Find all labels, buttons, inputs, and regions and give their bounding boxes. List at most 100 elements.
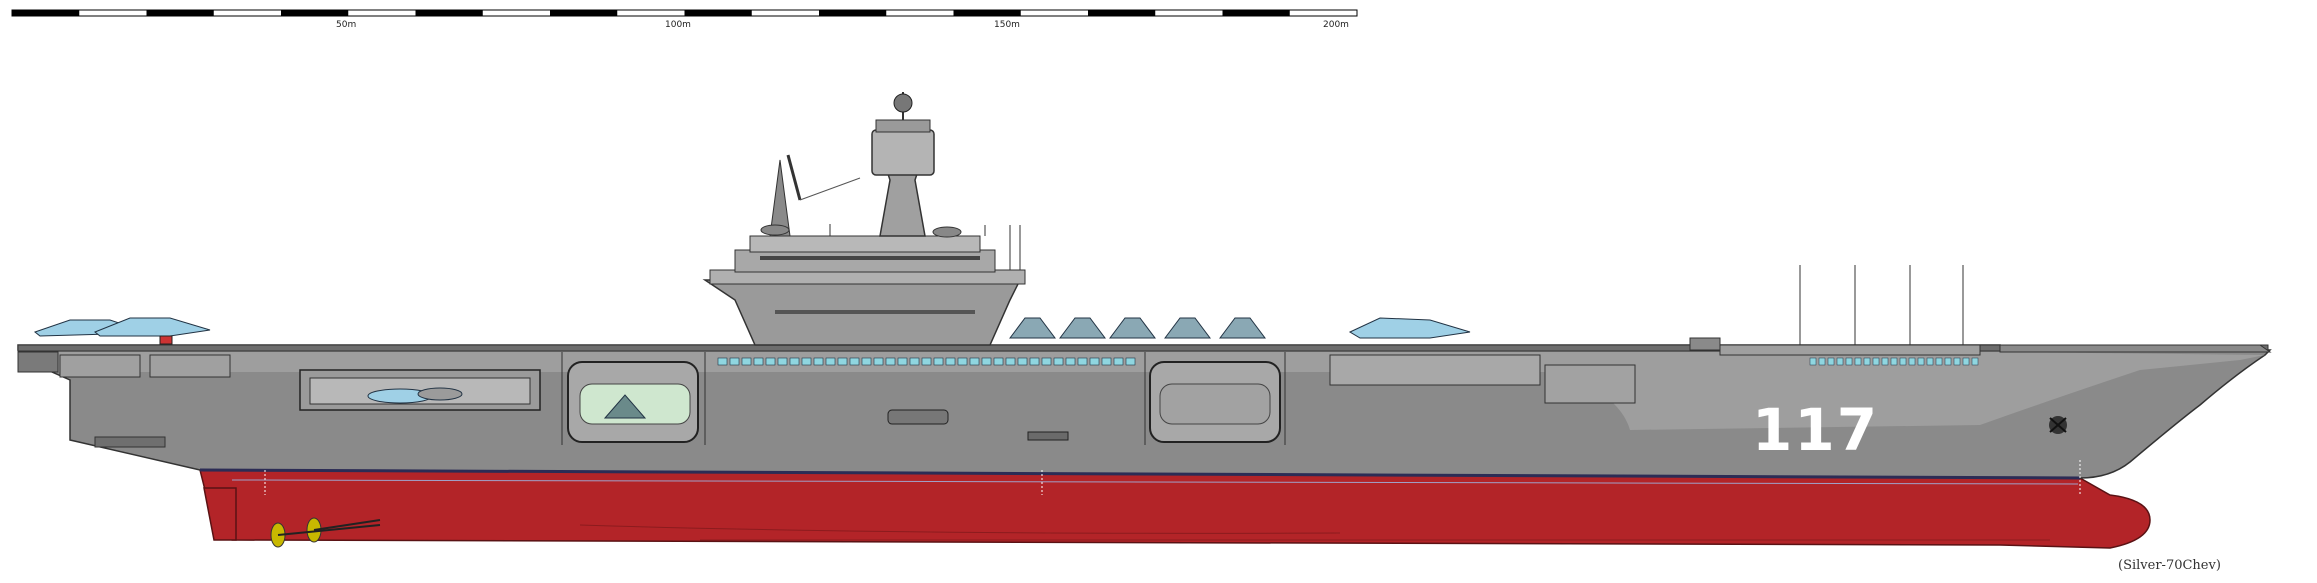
island-superstructure: [702, 92, 1026, 346]
window: [1971, 357, 1979, 366]
lower-hull-red: [199, 469, 2151, 549]
window: [861, 357, 872, 366]
window: [1845, 357, 1853, 366]
window: [1917, 357, 1925, 366]
parked-jet-icon: [1009, 317, 1056, 339]
window: [1053, 357, 1064, 366]
window: [717, 357, 728, 366]
scale-segment: [146, 10, 214, 16]
window: [945, 357, 956, 366]
rudder: [203, 487, 237, 541]
scale-segment: [12, 10, 80, 16]
deck-block: [1689, 337, 1721, 351]
sponson: [1027, 431, 1069, 441]
scale-segment: [819, 10, 887, 16]
window: [933, 357, 944, 366]
window: [1935, 357, 1943, 366]
window: [753, 357, 764, 366]
bow-deck: [1999, 344, 2272, 353]
fwd-catwalk: [1719, 344, 1981, 356]
fwd-gallery-block: [1544, 364, 1636, 404]
window: [1089, 357, 1100, 366]
scale-segment: [281, 10, 349, 16]
window: [885, 357, 896, 366]
waterline-line: [231, 479, 2079, 485]
scale-segment: [1088, 10, 1156, 16]
window: [1881, 357, 1889, 366]
window: [1962, 357, 1970, 366]
window: [993, 357, 1004, 366]
deck-aircraft-forward: [1348, 317, 1471, 339]
window: [969, 357, 980, 366]
window: [1827, 357, 1835, 366]
bow-windows: [1809, 357, 1979, 366]
window: [1809, 357, 1817, 366]
deck-aircraft-mid: [1009, 317, 1266, 339]
scale-label-200m: 200m: [1323, 20, 1349, 30]
window: [1836, 357, 1844, 366]
parked-jet-icon: [1219, 317, 1266, 339]
scale-segment: [550, 10, 618, 16]
window: [765, 357, 776, 366]
scale-segment: [953, 10, 1021, 16]
forward-poles: [1799, 265, 1964, 345]
scale-label-100m: 100m: [665, 20, 691, 30]
window: [897, 357, 908, 366]
window: [1113, 357, 1124, 366]
scale-bar: 50m 100m 150m 200m: [11, 9, 1358, 30]
window: [1908, 357, 1916, 366]
gallery-windows-main: [717, 357, 1136, 366]
window: [825, 357, 836, 366]
window: [1953, 357, 1961, 366]
helicopter-icon: [417, 387, 463, 401]
artist-credit: (Silver-70Chev): [2118, 558, 2221, 573]
scale-segment: [1222, 10, 1290, 16]
stern-gallery: [149, 354, 231, 378]
scale-segment: [415, 10, 483, 16]
window: [837, 357, 848, 366]
fwd-gallery-block: [1329, 354, 1541, 386]
window: [777, 357, 788, 366]
window: [1926, 357, 1934, 366]
window: [909, 357, 920, 366]
boat-icon: [887, 409, 949, 425]
boot-topping: [199, 468, 2081, 480]
window: [1818, 357, 1826, 366]
parked-jet-icon: [1109, 317, 1156, 339]
window: [1863, 357, 1871, 366]
window: [1041, 357, 1052, 366]
parked-jet-icon: [1164, 317, 1211, 339]
window: [1029, 357, 1040, 366]
window: [801, 357, 812, 366]
parked-jet-icon: [1059, 317, 1106, 339]
propeller-icon: [270, 517, 381, 548]
aircraft-in-elevator-icon: [603, 394, 647, 419]
window: [1854, 357, 1862, 366]
elevator-interior: [579, 383, 691, 425]
window: [1899, 357, 1907, 366]
elevator-interior: [1159, 383, 1271, 425]
stern-sponson: [94, 436, 166, 448]
flight-deck: [17, 344, 2269, 352]
window: [1101, 357, 1112, 366]
window: [789, 357, 800, 366]
stern-block: [17, 351, 59, 373]
window: [1872, 357, 1880, 366]
window: [957, 357, 968, 366]
window: [1890, 357, 1898, 366]
stern-gallery: [59, 354, 141, 378]
deck-aircraft-aft: [33, 317, 211, 345]
hull-line: [579, 524, 1341, 534]
window: [1125, 357, 1136, 366]
draft-marks: [264, 460, 2081, 495]
window: [921, 357, 932, 366]
scale-segment: [684, 10, 752, 16]
window: [1077, 357, 1088, 366]
hull-number: 117: [1752, 396, 1879, 464]
window: [729, 357, 740, 366]
window: [1944, 357, 1952, 366]
anchor-icon: [2049, 416, 2067, 434]
window: [981, 357, 992, 366]
window: [849, 357, 860, 366]
